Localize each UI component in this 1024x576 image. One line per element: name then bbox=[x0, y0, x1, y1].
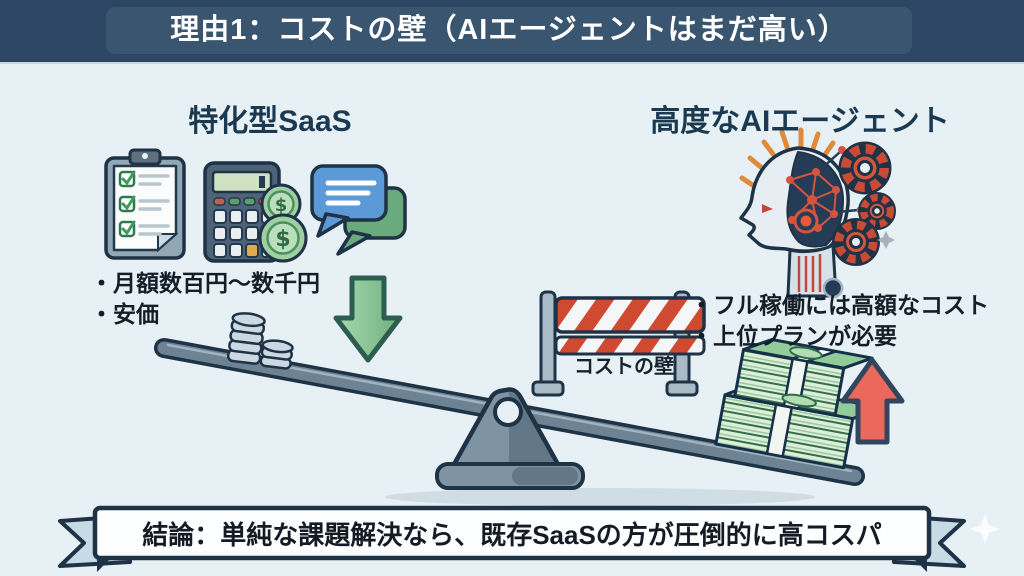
coin-stack-icon bbox=[226, 312, 294, 370]
down-arrow-icon bbox=[333, 275, 403, 363]
sparkle-icon bbox=[877, 231, 895, 249]
gear-icon bbox=[838, 141, 892, 195]
header-band: 理由1：コストの壁（AIエージェントはまだ高い） bbox=[0, 0, 1024, 64]
calculator-icon: $ $ bbox=[203, 161, 308, 263]
saas-bullet-list: ・月額数百円〜数千円 ・安価 bbox=[90, 268, 320, 330]
ai-bullet-list: ・フル稼働には高額なコスト ・上位プランが必要 bbox=[690, 290, 989, 352]
money-stack-icon bbox=[714, 337, 883, 470]
robot-head-icon bbox=[739, 127, 896, 299]
svg-text:$: $ bbox=[275, 195, 288, 216]
saas-bullet: ・安価 bbox=[90, 301, 159, 327]
rays-icon bbox=[739, 127, 836, 189]
clipboard-icon bbox=[104, 148, 186, 260]
conclusion-text: 結論：単純な課題解決なら、既存SaaSの方が圧倒的に高コスパ bbox=[142, 520, 882, 550]
fulcrum bbox=[435, 387, 585, 490]
ribbon-banner bbox=[58, 505, 966, 572]
title-panel: 理由1：コストの壁（AIエージェントはまだ高い） bbox=[106, 7, 912, 54]
gear-icon bbox=[858, 192, 896, 230]
saas-heading: 特化型SaaS bbox=[188, 105, 352, 138]
eye-icon bbox=[762, 204, 773, 213]
dollar-coin-icon: $ $ bbox=[258, 183, 308, 263]
sparkle-icon bbox=[970, 514, 1000, 544]
ai-agent-heading: 高度なAIエージェント bbox=[650, 105, 950, 138]
page-title: 理由1：コストの壁（AIエージェントはまだ高い） bbox=[170, 14, 848, 46]
neck-wires-icon bbox=[797, 254, 822, 292]
saas-bullet: ・月額数百円〜数千円 bbox=[90, 270, 320, 296]
up-arrow-icon bbox=[840, 357, 905, 445]
ai-bullet: ・上位プランが必要 bbox=[690, 323, 897, 349]
ai-bullet: ・フル稼働には高額なコスト bbox=[690, 292, 989, 318]
barrier-label: コストの壁 bbox=[574, 356, 674, 378]
seesaw-shadow bbox=[385, 488, 815, 506]
barrier-icon bbox=[531, 290, 706, 397]
chat-bubbles-icon bbox=[310, 164, 407, 256]
svg-text:$: $ bbox=[275, 227, 290, 252]
gear-icon bbox=[832, 218, 880, 266]
